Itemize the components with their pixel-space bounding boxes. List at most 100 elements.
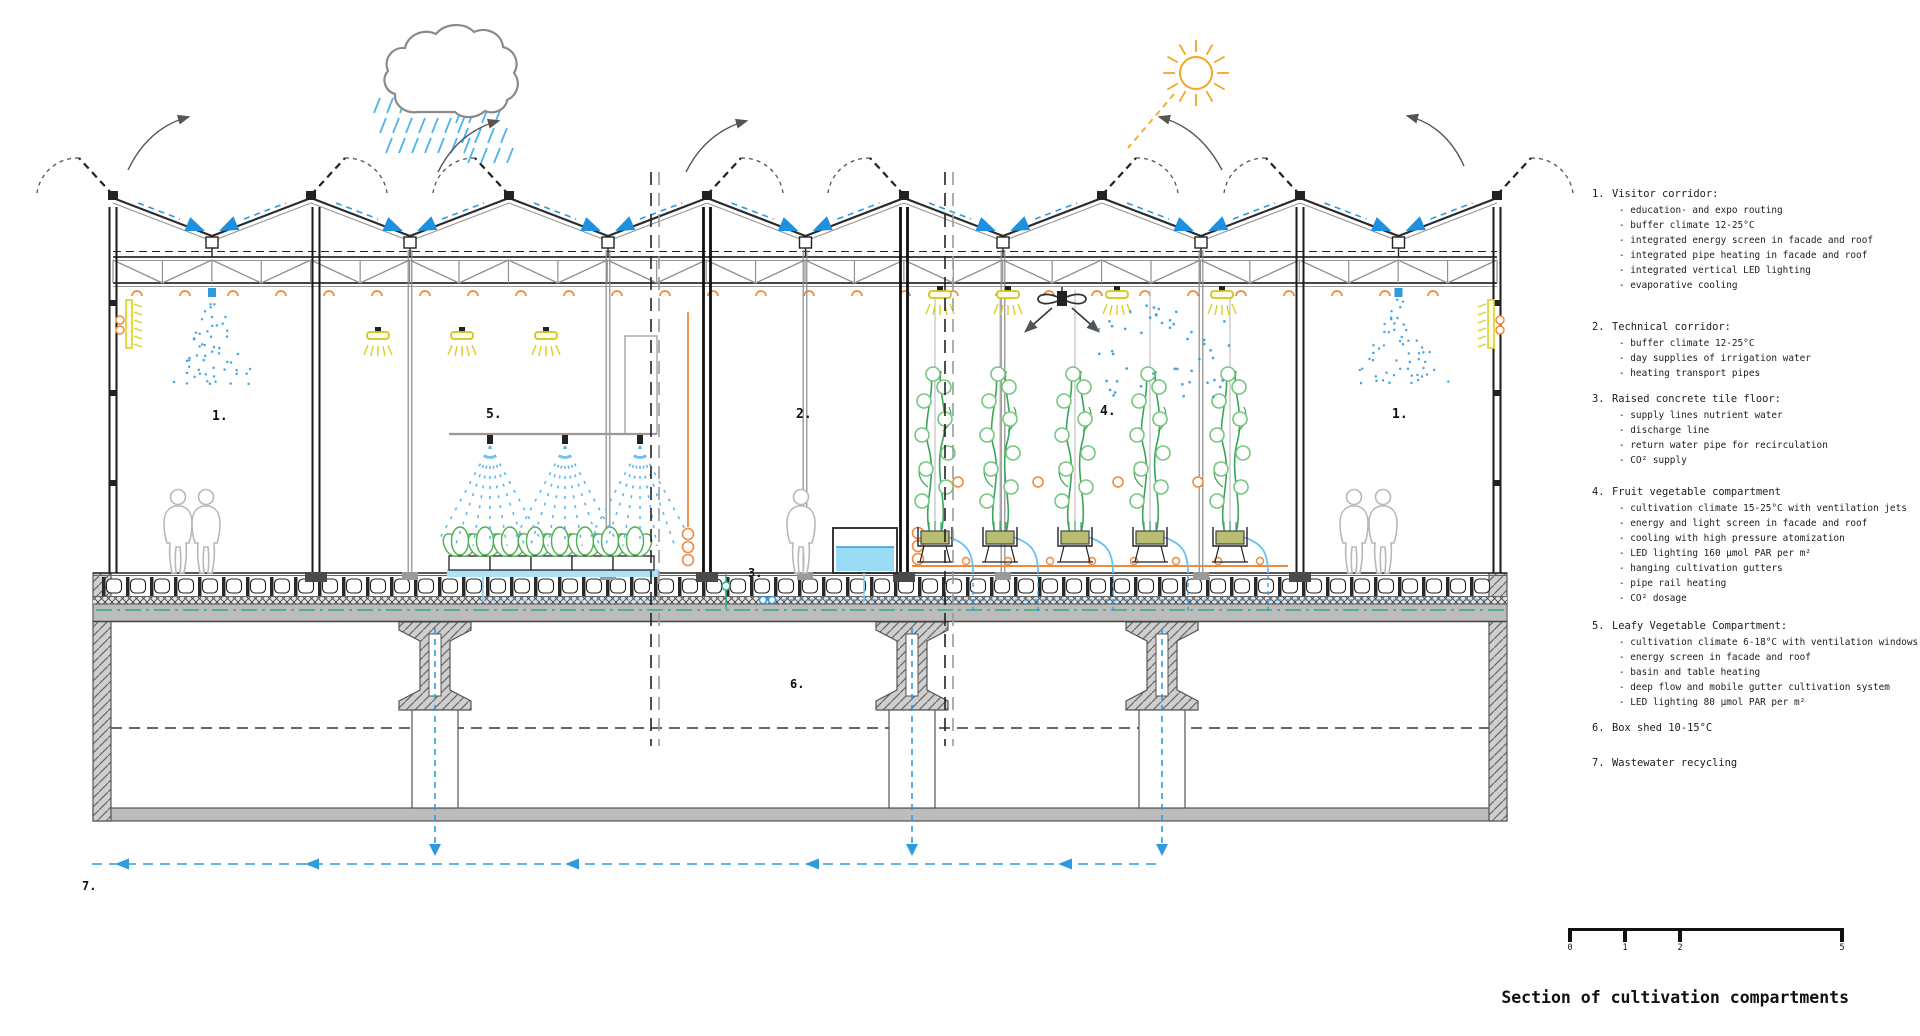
cultivation-table [489,555,532,571]
pipe-valve [1171,556,1181,566]
leafy-compartment [363,312,695,602]
label-visitor-right: 1. [1392,407,1408,422]
technical-corridor [721,488,898,609]
cultivation-table [612,555,655,571]
air-flow-arrows [127,113,1465,173]
legend-bullet: - LED lighting 160 µmol PAR per m² [1619,548,1811,559]
pipe-rail-heating [952,476,964,488]
legend-bullet: - integrated pipe heating in facade and … [1619,250,1868,261]
cultivation-table [530,555,573,571]
led-fixture-icon [1102,285,1132,316]
legend-bullet: - integrated vertical LED lighting [1619,265,1811,276]
legend-item-bullets: - education- and expo routing- buffer cl… [1619,203,1873,293]
drawing-title: Section of cultivation compartments [1501,988,1849,1007]
post-footing [402,572,418,580]
legend-bullet: - buffer climate 12-25°C [1619,338,1755,349]
pipe-heating-hooks [131,290,1439,297]
visitor-corridors [115,288,1505,574]
left-arrow-icon [305,858,319,870]
led-fixture-icon [531,326,561,357]
scale-label: 0 [1567,943,1573,953]
down-arrow-icon [906,844,918,856]
circulation-fan-icon [1023,287,1101,333]
valve-icon [721,581,731,591]
pipe-valve [1087,556,1097,566]
supply-fitting [758,595,768,605]
ridge-node [899,191,909,200]
sprinkler-icon [562,435,568,444]
legend-item-title: Leafy Vegetable Compartment: [1612,620,1788,632]
label-visitor-left: 1. [212,409,228,424]
legend-item-title: Technical corridor: [1612,321,1731,333]
legend-item-number: 2. [1592,321,1605,333]
rain-hatching [373,97,514,164]
vertical-led-strip [125,299,133,349]
ventilation-roof [36,157,1574,257]
sun-icon [1127,40,1229,149]
column-footing [305,572,327,582]
ridge-node [504,191,514,200]
pipe-rail-heating [1112,476,1124,488]
scale-bar: 0 1 2 5 [1566,924,1856,954]
legend-bullet: - pipe rail heating [1619,578,1727,589]
led-fixture-icon [1207,285,1237,316]
legend-bullet: - energy and light screen in facade and … [1619,518,1868,529]
atomization-mist [1097,304,1231,399]
heating-pipe [115,325,125,335]
legend-bullet: - day supplies of irrigation water [1619,353,1811,364]
ridge-node [1295,191,1305,200]
valley-gutter [1194,236,1208,249]
legend-item-title: Fruit vegetable compartment [1612,486,1781,498]
valley-gutter [205,236,219,249]
heating-pipe [1495,325,1505,335]
valley-gutter [996,236,1010,249]
basement-column [888,709,936,809]
legend-bullet: - CO² dosage [1619,593,1687,604]
left-arrow-icon [115,858,129,870]
ridge-node [702,191,712,200]
heating-pipes-icon [681,527,695,567]
legend-bullet: - cultivation climate 15-25°C with venti… [1619,503,1907,514]
left-arrow-icon [1058,858,1072,870]
mist-nozzle [208,288,216,297]
column-footing [1289,572,1311,582]
window-swing-arc [1530,157,1574,194]
window-swing-arc [1135,157,1179,194]
worker-figure [786,488,816,574]
heating-pipe [1495,315,1505,325]
legend-bullet: - education- and expo routing [1619,205,1783,216]
air-flow-arrow-icon [685,118,749,173]
heating-pipe [115,315,125,325]
legend: 1.Visitor corridor:- education- and expo… [1590,0,1920,900]
label-technical: 2. [796,407,812,422]
person-figure [1339,488,1369,574]
legend-item-number: 7. [1592,757,1605,769]
legend-item-number: 6. [1592,722,1605,734]
label-leafy: 5. [486,407,502,422]
led-fixture-icon [925,285,955,316]
scale-tick [1623,928,1627,942]
legend-bullet: - basin and table heating [1619,667,1761,678]
ridge-node [1097,191,1107,200]
supply-fitting [767,595,777,605]
air-flow-arrow-icon [437,118,501,173]
down-arrow-icon [429,844,441,856]
basement-floor-slab [92,807,1508,822]
person-figure [163,488,193,574]
section-cut-lines [650,172,954,746]
legend-item-bullets: - buffer climate 12-25°C - day supplies o… [1619,336,1811,381]
led-fixture-icon [447,326,477,357]
pipe-valve [1255,556,1265,566]
irrigation-duct [624,335,658,434]
left-arrow-icon [565,858,579,870]
label-floor: 3. [748,566,762,580]
down-arrow-icon [1156,844,1168,856]
legend-bullet: - evaporative cooling [1619,280,1738,291]
legend-bullet: - cooling with high pressure atomization [1619,533,1845,544]
scale-tick [1568,928,1572,942]
wastewater-lines [92,606,1168,870]
ridge-node [108,191,118,200]
cultivation-table [571,555,614,571]
valley-gutter [601,236,615,249]
